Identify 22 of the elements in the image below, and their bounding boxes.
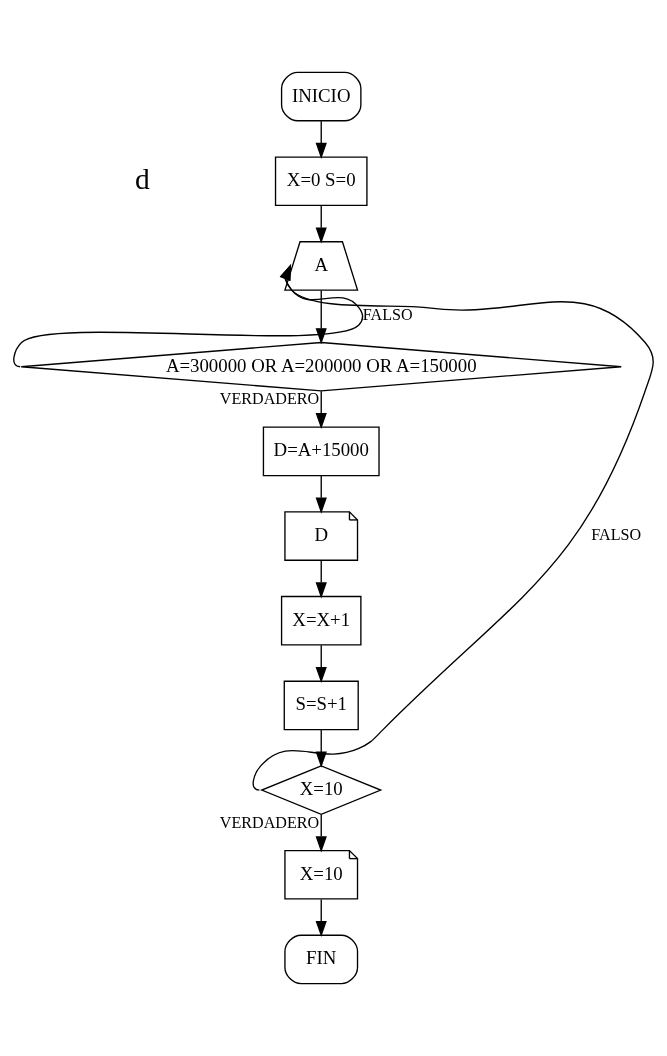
arrow xyxy=(315,390,327,430)
edge-label: FALSO xyxy=(591,526,642,544)
arrow xyxy=(315,475,327,514)
edge-label: FALSO xyxy=(362,306,413,324)
arrow xyxy=(315,814,327,853)
edge-label: VERDADERO xyxy=(219,390,320,408)
node-box: FIN xyxy=(284,934,359,985)
node-diamond: A=300000 OR A=200000 OR A=150000 xyxy=(20,341,622,392)
node-diamond: X=10 xyxy=(260,765,383,815)
node-box: X=0 S=0 xyxy=(274,156,368,207)
arrow xyxy=(315,289,327,345)
arrow xyxy=(315,560,327,599)
node-box: S=S+1 xyxy=(283,680,359,731)
arrow xyxy=(315,120,327,159)
arrow xyxy=(315,205,327,244)
arrow xyxy=(315,644,327,684)
label: d xyxy=(135,162,150,195)
node-box: INICIO xyxy=(280,71,362,122)
edge-label: VERDADERO xyxy=(219,813,320,831)
node-box: D=A+15000 xyxy=(262,426,380,477)
node-box: X=X+1 xyxy=(280,595,362,646)
arrow xyxy=(315,898,327,938)
